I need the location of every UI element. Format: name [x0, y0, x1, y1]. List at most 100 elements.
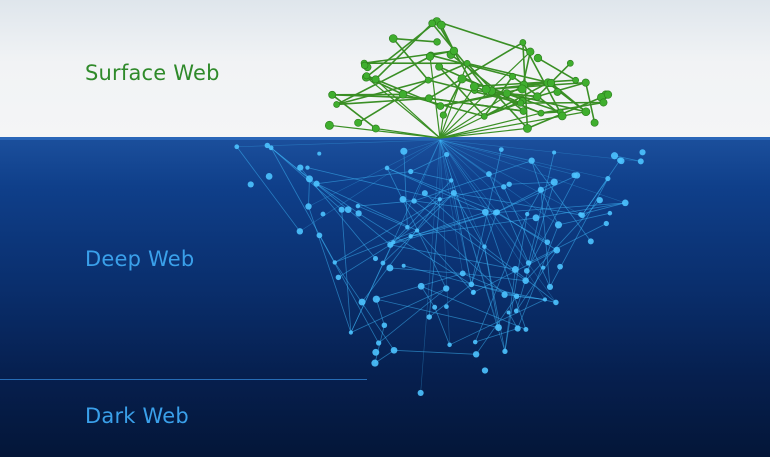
- deep-web-link: [299, 167, 376, 259]
- deep-web-link: [528, 223, 607, 264]
- deep-web-link: [531, 160, 592, 242]
- surface-web-link: [332, 94, 429, 100]
- deep-web-link: [350, 139, 441, 333]
- surface-web-node: [436, 102, 445, 110]
- deep-web-node: [553, 246, 561, 254]
- surface-web-node: [439, 111, 447, 119]
- surface-web-link: [486, 82, 552, 91]
- deep-web-link: [504, 213, 528, 352]
- deep-web-node: [546, 283, 554, 290]
- surface-web-node: [333, 101, 340, 108]
- surface-web-node: [603, 90, 613, 99]
- surface-web-node: [388, 34, 398, 43]
- deep-web-link: [413, 160, 532, 202]
- deep-web-node: [264, 142, 271, 149]
- deep-web-link: [308, 178, 310, 207]
- deep-web-link: [439, 139, 490, 175]
- surface-web-link: [428, 41, 524, 99]
- deep-web-link: [439, 139, 548, 243]
- deep-web-node: [401, 263, 406, 268]
- deep-web-link: [525, 199, 601, 281]
- deep-web-node: [513, 293, 520, 299]
- deep-web-node: [405, 224, 410, 230]
- deep-web-node: [449, 178, 454, 183]
- deep-web-link: [528, 152, 555, 264]
- deep-web-link: [439, 139, 583, 216]
- deep-web-node: [305, 165, 310, 170]
- deep-web-node: [552, 150, 557, 155]
- deep-web-link: [439, 139, 578, 176]
- surface-web-link: [483, 82, 549, 118]
- deep-web-node: [486, 171, 492, 177]
- deep-web-link: [307, 167, 440, 200]
- deep-web-link: [439, 139, 529, 264]
- surface-web-link: [439, 112, 542, 139]
- surface-web-link: [550, 82, 587, 113]
- deep-web-node: [399, 195, 407, 203]
- deep-web-node: [444, 151, 450, 158]
- deep-dark-divider: [0, 379, 367, 380]
- deep-web-node: [421, 190, 428, 197]
- water-surface-line: [0, 137, 770, 140]
- deep-web-node: [639, 149, 646, 156]
- deep-web-link: [420, 286, 436, 308]
- deep-web-link: [439, 139, 450, 345]
- surface-web-node: [424, 76, 432, 84]
- deep-web-link: [488, 173, 529, 264]
- deep-web-node: [481, 367, 489, 374]
- deep-web-link: [410, 212, 497, 237]
- deep-web-link: [403, 139, 441, 152]
- deep-web-link: [308, 206, 352, 333]
- deep-web-node: [296, 228, 304, 235]
- deep-web-link: [402, 199, 505, 296]
- surface-web-link: [392, 38, 429, 81]
- deep-web-link: [495, 202, 626, 214]
- deep-web-node: [481, 208, 489, 216]
- deep-web-link: [439, 139, 557, 303]
- deep-web-link: [341, 209, 352, 333]
- surface-web-node: [481, 113, 488, 120]
- deep-web-node: [358, 298, 366, 306]
- surface-web-link: [439, 51, 531, 139]
- deep-web-node: [617, 157, 623, 164]
- deep-web-node: [444, 304, 449, 309]
- surface-web-node: [324, 120, 334, 130]
- surface-web-node: [463, 60, 471, 67]
- surface-web-node: [435, 62, 443, 71]
- dark-web-label: Dark Web: [85, 404, 189, 428]
- deep-web-node: [335, 274, 342, 281]
- deep-web-node: [384, 165, 390, 171]
- deep-web-link: [308, 139, 441, 207]
- deep-web-link: [581, 160, 621, 216]
- deep-web-node: [511, 266, 519, 273]
- surface-web-node: [537, 109, 545, 117]
- deep-web-node: [355, 203, 361, 209]
- surface-web-node: [519, 39, 527, 46]
- deep-web-node: [437, 197, 442, 202]
- deep-web-link: [517, 224, 559, 329]
- deep-web-link: [453, 192, 583, 216]
- deep-web-link: [386, 167, 486, 213]
- deep-web-node: [372, 255, 379, 262]
- deep-web-link: [549, 178, 609, 288]
- deep-web-node: [603, 220, 609, 227]
- surface-web-link: [336, 97, 430, 106]
- surface-web-node: [517, 99, 525, 107]
- deep-web-node: [234, 144, 240, 150]
- surface-web-link: [331, 94, 377, 130]
- deep-web-link: [504, 294, 546, 300]
- deep-web-link: [350, 242, 394, 333]
- deep-web-node: [525, 211, 530, 217]
- deep-web-link: [526, 175, 578, 272]
- surface-web-link: [439, 127, 528, 139]
- deep-web-link: [375, 299, 385, 326]
- deep-web-node: [621, 199, 629, 207]
- surface-web-link: [375, 22, 433, 80]
- deep-web-link: [540, 189, 559, 226]
- deep-web-link: [420, 139, 441, 393]
- deep-web-node: [544, 239, 551, 245]
- deep-web-node: [417, 282, 425, 290]
- deep-web-node: [578, 212, 583, 217]
- surface-web-node: [546, 78, 556, 88]
